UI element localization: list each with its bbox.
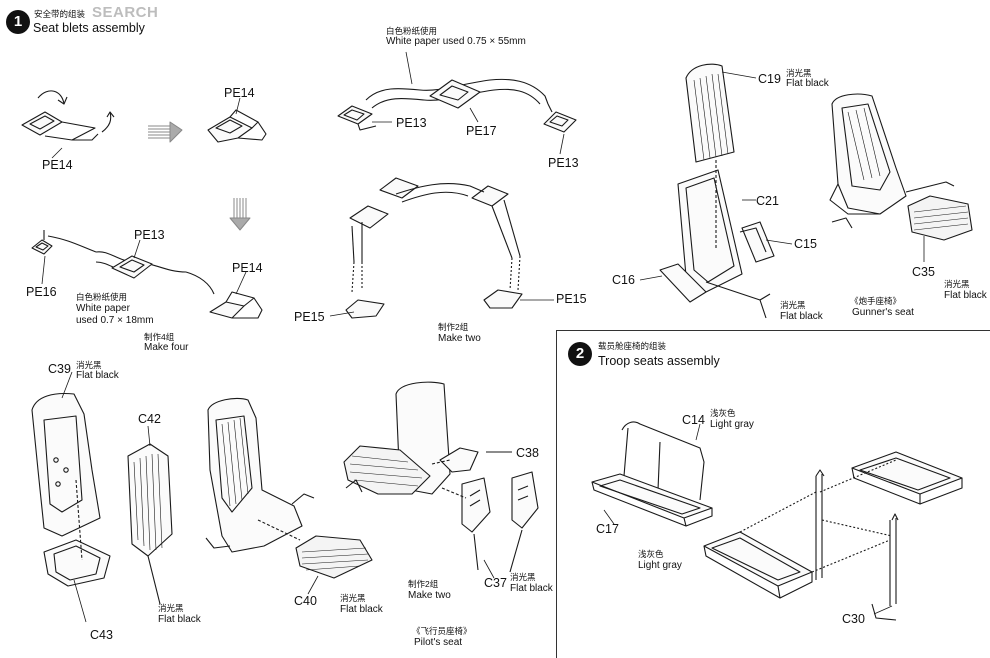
note-flat-black-en: Flat black bbox=[510, 583, 553, 594]
note-white-paper-top-en: White paper used 0.75 × 55mm bbox=[386, 36, 526, 47]
note-flat-black-en: Flat black bbox=[158, 614, 201, 625]
note-flat-black-cn: 消光黑 bbox=[786, 68, 812, 78]
note-flat-black-en: Flat black bbox=[786, 78, 829, 89]
part-label-pe17: PE17 bbox=[466, 124, 497, 138]
caption-gunner-seat-cn: 《炮手座椅》 bbox=[850, 296, 902, 306]
part-label-pe14: PE14 bbox=[224, 86, 255, 100]
part-label-c38: C38 bbox=[516, 446, 539, 460]
step-2-badge: 2 bbox=[568, 342, 592, 366]
part-label-pe13: PE13 bbox=[548, 156, 579, 170]
note-make-two-en: Make two bbox=[438, 333, 481, 344]
step-2-title: Troop seats assembly bbox=[598, 354, 720, 368]
note-white-paper-cn: 白色粉纸使用 bbox=[76, 292, 128, 302]
part-label-c39: C39 bbox=[48, 362, 71, 376]
note-make-four-cn: 制作4组 bbox=[144, 332, 175, 342]
watermark: SEARCH bbox=[92, 4, 159, 21]
note-flat-black-en: Flat black bbox=[944, 290, 987, 301]
part-label-c35: C35 bbox=[912, 265, 935, 279]
part-label-c21: C21 bbox=[756, 194, 779, 208]
note-light-gray-en: Light gray bbox=[638, 560, 682, 571]
note-flat-black-cn: 消光黑 bbox=[76, 360, 102, 370]
part-label-pe15: PE15 bbox=[294, 310, 325, 324]
caption-pilot-seat: Pilot's seat bbox=[414, 637, 463, 648]
caption-pilot-seat-cn: 《飞行员座椅》 bbox=[412, 626, 472, 636]
note-flat-black-cn: 消光黑 bbox=[158, 603, 184, 613]
note-light-gray-cn: 浅灰色 bbox=[638, 549, 664, 559]
note-make-four-en: Make four bbox=[144, 342, 189, 353]
part-label-pe13: PE13 bbox=[134, 228, 165, 242]
part-label-c14: C14 bbox=[682, 413, 705, 427]
note-light-gray-en: Light gray bbox=[710, 419, 754, 430]
part-label-c30: C30 bbox=[842, 612, 865, 626]
part-label-c43: C43 bbox=[90, 628, 113, 642]
part-label-c16: C16 bbox=[612, 273, 635, 287]
step-2-panel bbox=[556, 330, 990, 658]
note-flat-black-en: Flat black bbox=[340, 604, 383, 615]
part-label-pe14: PE14 bbox=[42, 158, 73, 172]
step-1-title: Seat blets assembly bbox=[33, 21, 145, 35]
note-white-paper-size: used 0.7 × 18mm bbox=[76, 315, 154, 326]
caption-gunner-seat: Gunner's seat bbox=[852, 307, 914, 318]
note-make-two-cn: 制作2组 bbox=[438, 322, 469, 332]
note-flat-black-cn: 消光黑 bbox=[340, 593, 366, 603]
note-flat-black-cn: 消光黑 bbox=[780, 300, 806, 310]
part-label-pe15: PE15 bbox=[556, 292, 587, 306]
part-label-pe16: PE16 bbox=[26, 285, 57, 299]
note-flat-black-en: Flat black bbox=[780, 311, 823, 322]
part-label-c40: C40 bbox=[294, 594, 317, 608]
part-label-c37: C37 bbox=[484, 576, 507, 590]
note-white-paper-top-cn: 白色粉纸使用 bbox=[386, 26, 438, 36]
step-1-title-cn: 安全带的组装 bbox=[34, 9, 86, 19]
note-flat-black-cn: 消光黑 bbox=[944, 279, 970, 289]
part-label-pe13: PE13 bbox=[396, 116, 427, 130]
step-1-badge: 1 bbox=[6, 10, 30, 34]
part-label-c42: C42 bbox=[138, 412, 161, 426]
note-light-gray-cn: 浅灰色 bbox=[710, 408, 736, 418]
part-label-pe14: PE14 bbox=[232, 261, 263, 275]
part-label-c15: C15 bbox=[794, 237, 817, 251]
part-label-c17: C17 bbox=[596, 522, 619, 536]
part-label-c19: C19 bbox=[758, 72, 781, 86]
note-flat-black-en: Flat black bbox=[76, 370, 119, 381]
note-flat-black-cn: 消光黑 bbox=[510, 572, 536, 582]
note-make-two-cn: 制作2组 bbox=[408, 579, 439, 589]
note-make-two-en: Make two bbox=[408, 590, 451, 601]
step-2-title-cn: 载员舱座椅的组装 bbox=[598, 341, 667, 351]
note-white-paper-en: White paper bbox=[76, 303, 130, 314]
